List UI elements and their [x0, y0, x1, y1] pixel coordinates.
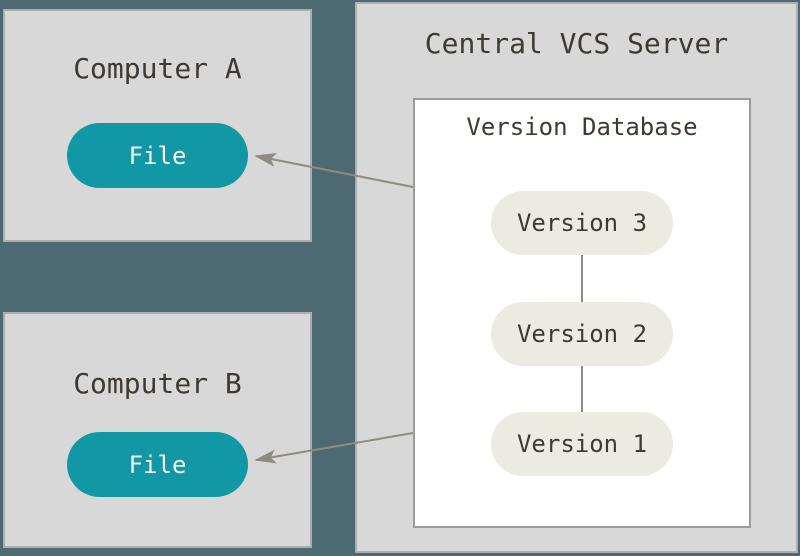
- central-vcs-server-title: Central VCS Server: [424, 27, 729, 60]
- version-2-pill: Version 2: [491, 302, 673, 366]
- version-2-label: Version 2: [516, 320, 648, 348]
- computer-b-file-pill: File: [67, 432, 248, 497]
- central-vcs-server-box: Central VCS Server Version Database Vers…: [355, 2, 798, 553]
- version-database-title: Version Database: [466, 113, 698, 141]
- version-database-box: Version Database Version 3 Version 2 Ver…: [413, 98, 751, 528]
- computer-a-title: Computer A: [73, 52, 242, 85]
- version-1-label: Version 1: [516, 430, 648, 458]
- computer-b-file-label: File: [128, 450, 187, 479]
- computer-a-file-label: File: [128, 141, 187, 170]
- connector-v2-v1: [581, 366, 583, 412]
- connector-v3-v2: [581, 255, 583, 302]
- version-1-pill: Version 1: [491, 412, 673, 476]
- computer-a-file-pill: File: [67, 123, 248, 188]
- computer-b-title: Computer B: [73, 367, 242, 400]
- computer-b-box: Computer B File: [3, 312, 312, 548]
- version-3-pill: Version 3: [491, 191, 673, 255]
- version-3-label: Version 3: [516, 209, 648, 237]
- computer-a-box: Computer A File: [3, 9, 312, 242]
